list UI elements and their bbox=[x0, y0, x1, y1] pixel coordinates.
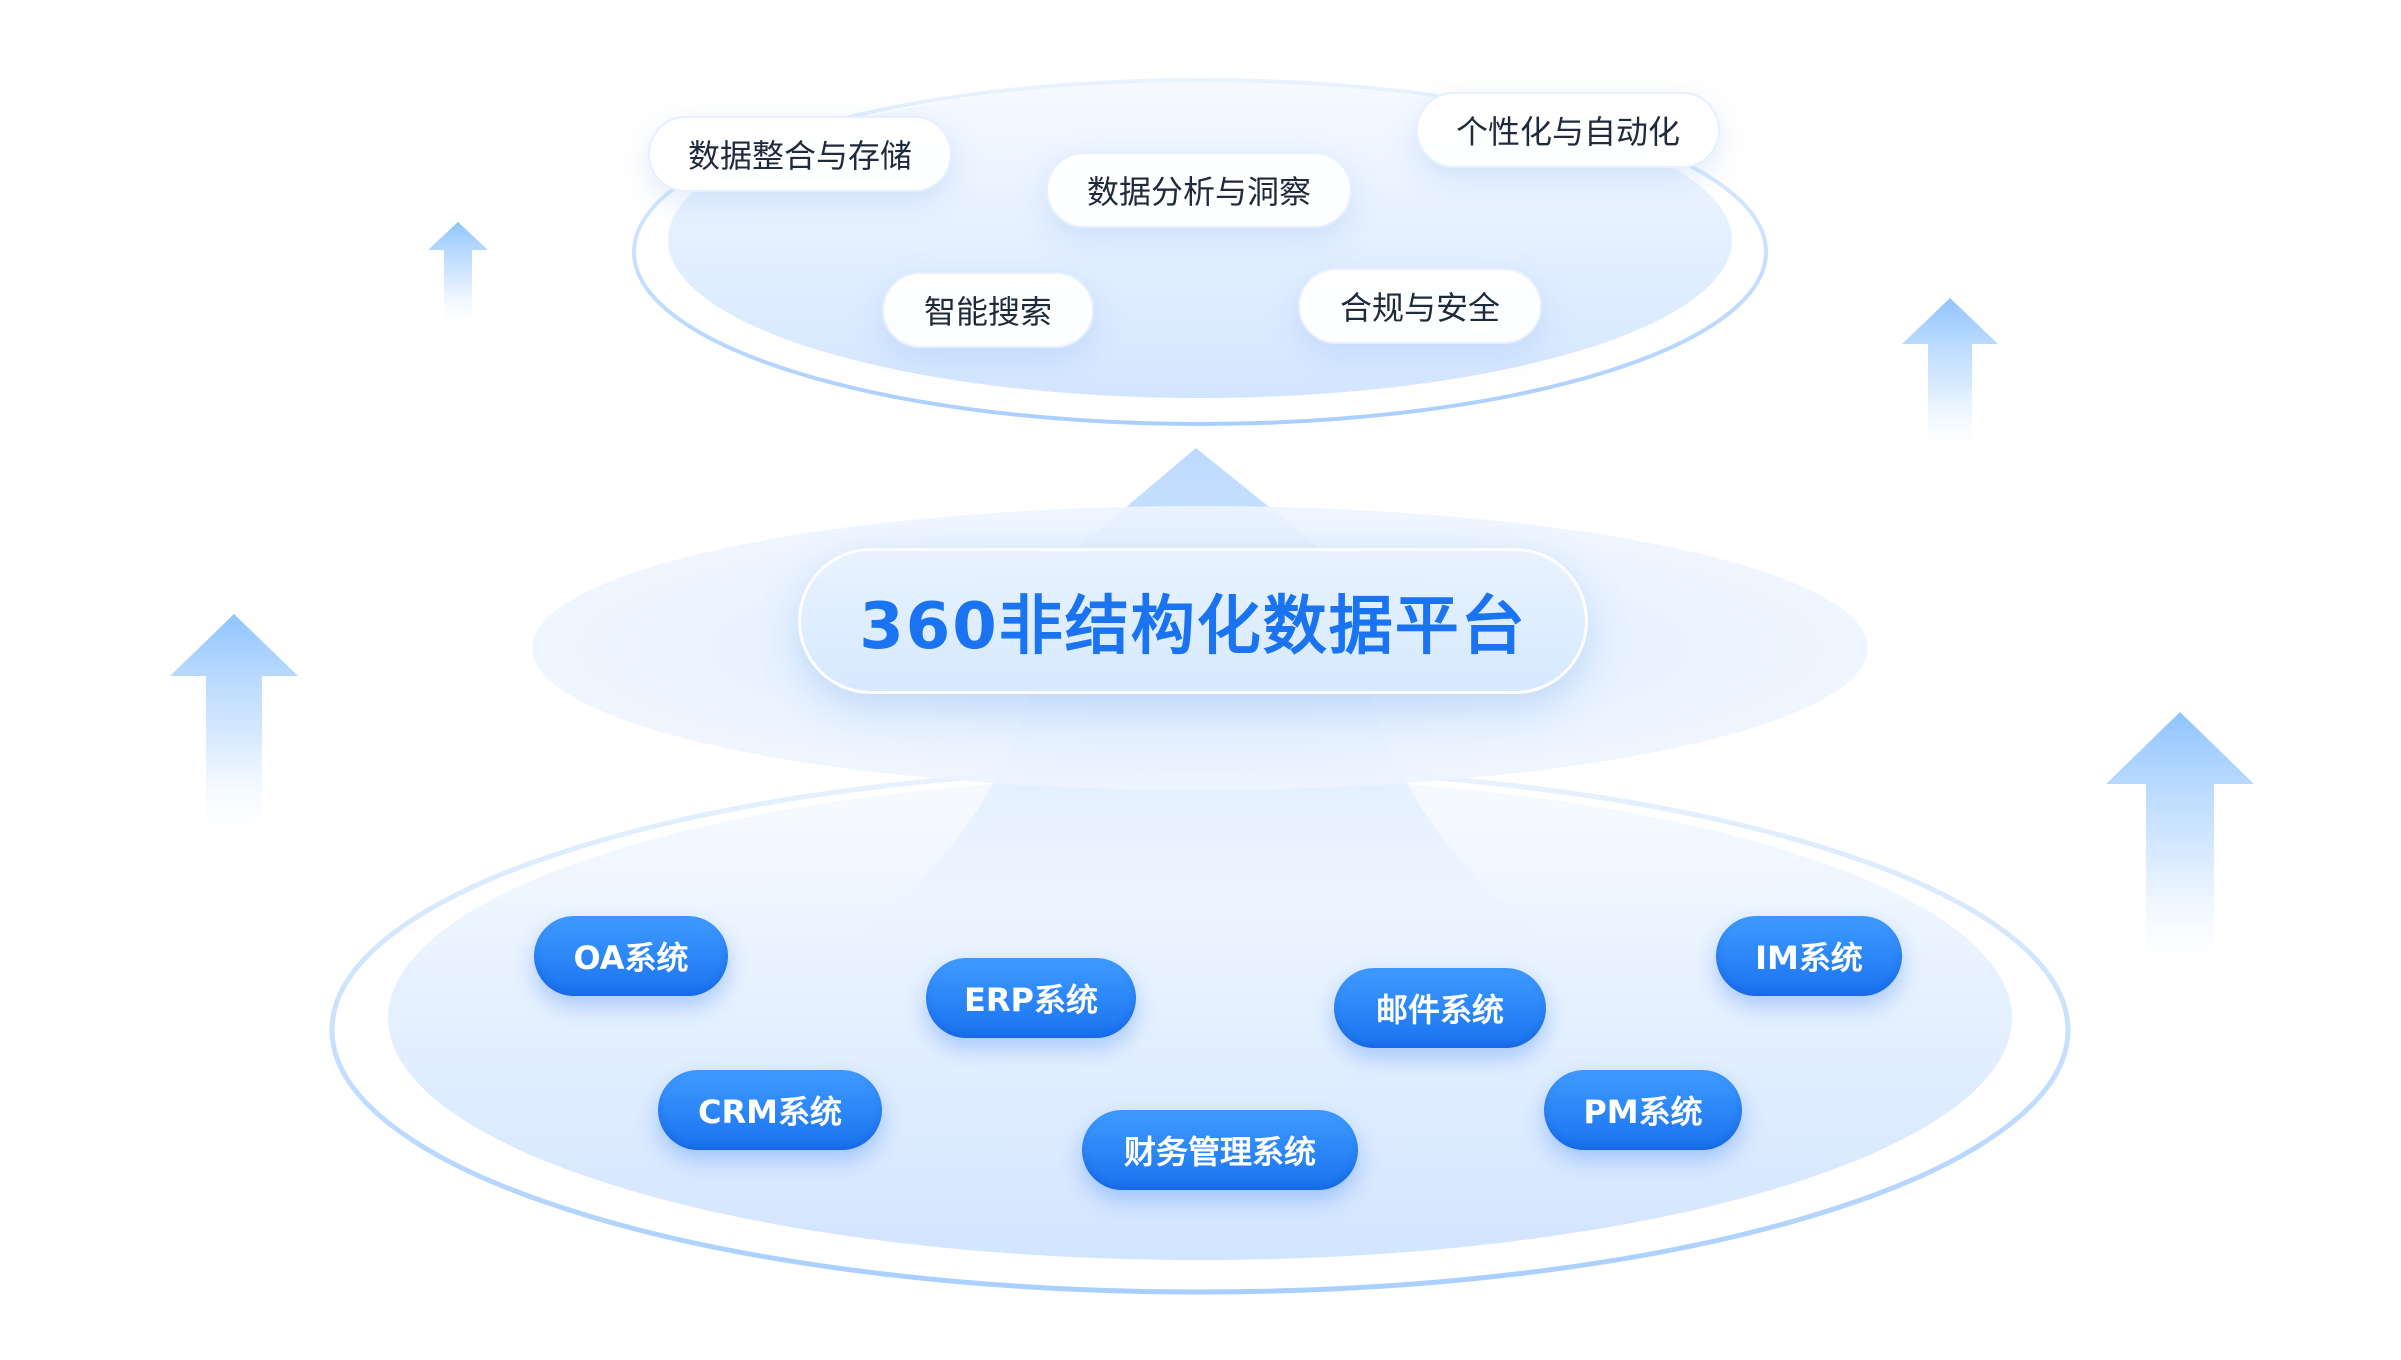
system-erp: ERP系统 bbox=[926, 958, 1136, 1038]
capability-smart-search: 智能搜索 bbox=[882, 272, 1094, 348]
system-im: IM系统 bbox=[1716, 916, 1902, 996]
platform-title: 360非结构化数据平台 bbox=[798, 548, 1588, 694]
capability-data-analysis: 数据分析与洞察 bbox=[1046, 152, 1352, 228]
capability-data-integration: 数据整合与存储 bbox=[648, 116, 952, 192]
up-arrow-icon bbox=[1902, 298, 1998, 460]
system-mail: 邮件系统 bbox=[1334, 968, 1546, 1048]
capability-compliance: 合规与安全 bbox=[1298, 268, 1542, 344]
system-crm: CRM系统 bbox=[658, 1070, 882, 1150]
capability-personalization: 个性化与自动化 bbox=[1416, 92, 1720, 168]
up-arrow-icon bbox=[2106, 712, 2254, 980]
system-pm: PM系统 bbox=[1544, 1070, 1742, 1150]
system-finance: 财务管理系统 bbox=[1082, 1110, 1358, 1190]
system-oa: OA系统 bbox=[534, 916, 728, 996]
up-arrow-icon bbox=[170, 614, 298, 846]
up-arrow-icon bbox=[428, 222, 488, 330]
